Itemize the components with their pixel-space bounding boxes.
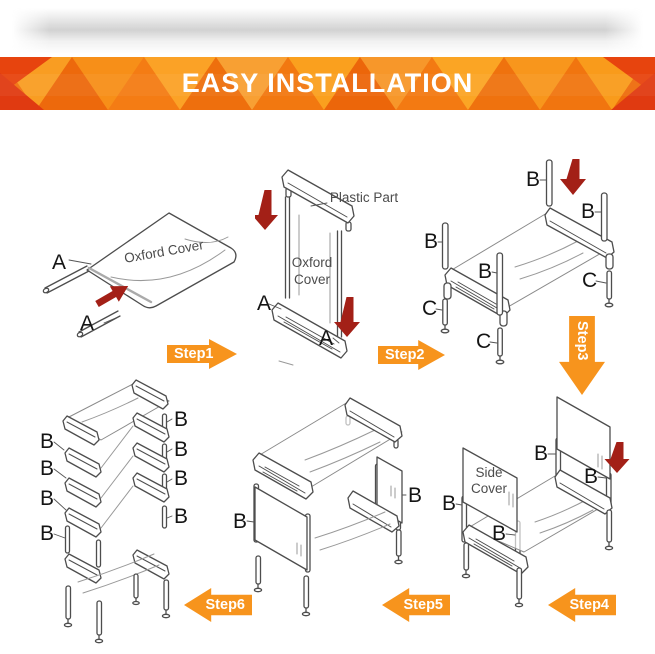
part-a-label: A bbox=[257, 292, 271, 315]
two-tier-assembly-drawing bbox=[246, 397, 407, 617]
part-b-label: B bbox=[174, 408, 188, 431]
oxford-cover-annotation: Oxford bbox=[292, 255, 333, 270]
part-b-label: B bbox=[40, 457, 54, 480]
tube-b bbox=[545, 159, 553, 207]
side-cover-right bbox=[556, 396, 611, 480]
step1-arrow-label: Step1 bbox=[174, 346, 214, 362]
part-b-label: B bbox=[40, 430, 54, 453]
banner-title: EASY INSTALLATION bbox=[181, 68, 474, 98]
step4-arrow-label: Step4 bbox=[569, 597, 610, 613]
tube-b bbox=[600, 192, 608, 242]
side-cover-left bbox=[462, 447, 518, 533]
step2-arrow-label: Step2 bbox=[385, 347, 425, 363]
side-cover-assembly-drawing bbox=[455, 396, 630, 608]
side-cover-annotation: Cover bbox=[471, 481, 508, 496]
insert-direction-arrow-icon bbox=[334, 297, 360, 337]
step4-diagram: Side Cover B B B B bbox=[442, 396, 630, 608]
part-b-label: B bbox=[584, 465, 598, 488]
leg-c bbox=[442, 298, 448, 326]
part-a-label: A bbox=[52, 251, 66, 274]
part-b-label: B bbox=[534, 442, 548, 465]
tube-b bbox=[441, 222, 449, 270]
part-b-label: B bbox=[526, 168, 540, 191]
part-b-label: B bbox=[424, 230, 438, 253]
part-b-label: B bbox=[174, 438, 188, 461]
tube-b bbox=[496, 252, 504, 316]
insert-direction-arrow-icon bbox=[95, 286, 129, 308]
part-b-label: B bbox=[581, 200, 595, 223]
frame-assembly-drawing bbox=[435, 159, 615, 365]
oxford-cover-drawing bbox=[42, 212, 237, 338]
step3-diagram: B B B B C C C bbox=[422, 159, 615, 365]
part-b-label: B bbox=[492, 522, 506, 545]
step2-diagram: Plastic Part Oxford Cover A A bbox=[255, 169, 399, 366]
part-b-label: B bbox=[233, 510, 247, 533]
part-b-label: B bbox=[442, 492, 456, 515]
part-c-label: C bbox=[582, 269, 597, 292]
leg-c bbox=[606, 270, 613, 300]
step6-arrow-label: Step6 bbox=[205, 597, 246, 613]
part-c-label: C bbox=[422, 297, 437, 320]
part-b-label: B bbox=[408, 484, 422, 507]
side-cover-annotation: Side bbox=[475, 465, 502, 480]
insert-direction-arrow-icon bbox=[560, 159, 586, 195]
oxford-cover-annotation: Cover bbox=[294, 272, 331, 287]
part-b-label: B bbox=[174, 505, 188, 528]
step1-diagram: A A Oxford Cover bbox=[42, 212, 237, 338]
step5-arrow-label: Step5 bbox=[403, 597, 444, 613]
part-b-label: B bbox=[174, 467, 188, 490]
top-shadow bbox=[12, 8, 643, 54]
part-b-label: B bbox=[40, 522, 54, 545]
leg-c bbox=[497, 327, 503, 357]
step6-diagram: B B B B B B B B bbox=[40, 379, 188, 644]
banner bbox=[0, 57, 655, 110]
step3-arrow-label: Step3 bbox=[574, 321, 590, 361]
part-a-label: A bbox=[319, 327, 333, 350]
plastic-part-drawing bbox=[255, 169, 360, 366]
part-b-label: B bbox=[40, 487, 54, 510]
plastic-part-annotation: Plastic Part bbox=[330, 190, 399, 205]
insert-direction-arrow-icon bbox=[604, 442, 630, 473]
part-b-label: B bbox=[478, 260, 492, 283]
part-c-label: C bbox=[476, 330, 491, 353]
insert-direction-arrow-icon bbox=[255, 190, 278, 230]
stacked-shelf-drawing bbox=[53, 379, 173, 644]
part-a-label: A bbox=[80, 312, 94, 335]
step5-diagram: B B bbox=[233, 397, 422, 617]
